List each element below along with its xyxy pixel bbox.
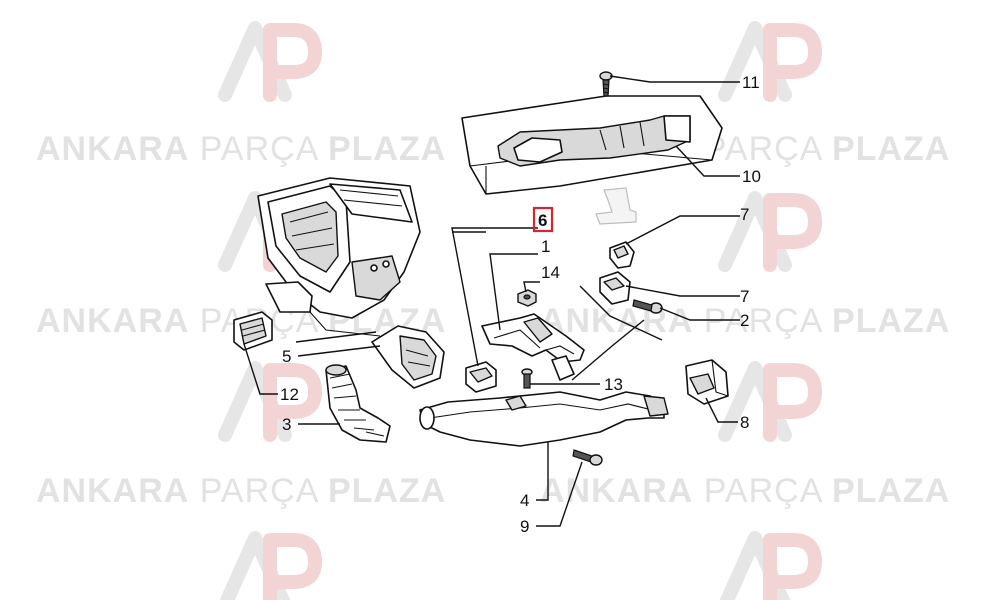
part-9-screw [572,449,603,466]
leader-5 [297,345,381,357]
part-4-duct [419,391,669,447]
leader-6 [451,227,538,367]
part-12-vent [233,311,273,351]
callout-7-lower: 7 [740,287,749,306]
part-14-nut [517,289,537,307]
callout-2: 2 [740,311,749,330]
watermark-logo [218,361,322,442]
callout-9: 9 [520,517,529,536]
faded-bracket [595,187,637,225]
assembly-lines [295,231,663,381]
callout-5: 5 [282,347,291,366]
leader-1 [489,253,538,331]
part-8-connector [685,359,729,405]
callouts: 11 10 7 7 2 8 1 14 13 4 9 5 12 3 6 [280,73,761,536]
heater-housing [257,177,421,337]
part-5-duct [371,325,445,389]
leader-11 [609,75,740,83]
part-10-console-duct [461,95,723,195]
callout-13: 13 [604,375,623,394]
watermark-text: ANKARA PARÇA PLAZA [36,130,446,168]
callout-6[interactable]: 6 [538,211,547,230]
leader-12 [243,343,278,395]
callout-4: 4 [520,491,529,510]
part-3-hose [325,364,391,443]
callout-1: 1 [541,237,550,256]
part-2-screw [632,299,663,314]
highlight-box [532,206,554,233]
leader-2 [659,307,740,321]
leader-9 [536,461,583,527]
part-7-clip-lower [599,271,631,305]
part-13-screw [521,368,533,389]
watermark-text: ANKARA PARÇA PLAZA [540,302,950,340]
watermark-logo [719,531,822,600]
callout-7-upper: 7 [740,205,749,224]
leader-10 [675,145,740,177]
watermark-logo [718,361,822,442]
watermark-text: ANKARA PARÇA PLAZA [540,472,950,510]
watermark-logo [718,21,822,102]
callout-12: 12 [280,385,299,404]
leader-4 [536,442,549,501]
part-1-bracket [481,313,585,381]
part-6-grommet [465,361,497,393]
watermark-text: ANKARA PARÇA PLAZA [36,472,446,510]
leader-14 [523,281,540,293]
watermark-logo [718,191,822,272]
callout-11: 11 [742,73,760,92]
watermark-logo [218,21,322,102]
leader-lines [243,75,740,527]
leader-7a [625,215,740,245]
watermark-logo [219,531,322,600]
callout-14: 14 [541,263,560,282]
leader-8 [705,397,738,423]
callout-8: 8 [740,413,749,432]
callout-3: 3 [282,415,291,434]
leader-7b [625,285,740,297]
part-7-clip-upper [609,241,635,269]
callout-10: 10 [742,167,761,186]
